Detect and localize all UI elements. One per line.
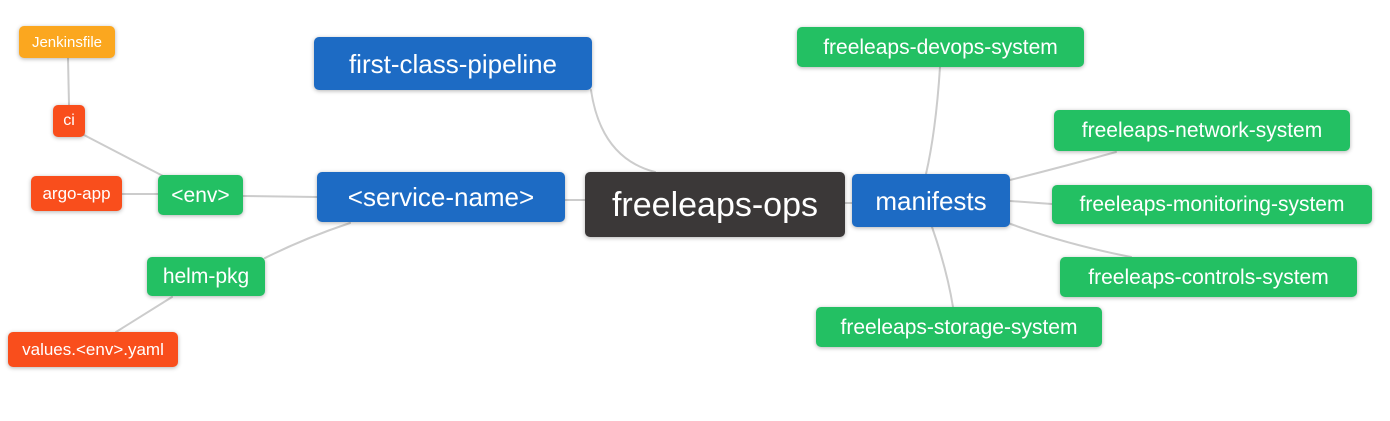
node-argo-app[interactable]: argo-app: [31, 176, 122, 211]
edge-manifests--freeleaps-devops-system: [925, 66, 941, 175]
node-helm-pkg[interactable]: helm-pkg: [147, 257, 265, 296]
edge-first-class-pipeline--freeleaps-ops: [590, 89, 656, 173]
node-freeleaps-controls-system[interactable]: freeleaps-controls-system: [1060, 257, 1357, 297]
node-manifests[interactable]: manifests: [852, 174, 1010, 227]
node-freeleaps-storage-system[interactable]: freeleaps-storage-system: [816, 307, 1102, 347]
edge-jenkinsfile--ci: [67, 57, 70, 106]
node-values-env-yaml[interactable]: values.<env>.yaml: [8, 332, 178, 367]
node-freeleaps-ops[interactable]: freeleaps-ops: [585, 172, 845, 237]
node-freeleaps-devops-system[interactable]: freeleaps-devops-system: [797, 27, 1084, 67]
edge-values-env-yaml--helm-pkg: [115, 296, 173, 333]
edge-env--service-name: [242, 195, 318, 198]
node-jenkinsfile[interactable]: Jenkinsfile: [19, 26, 115, 58]
node-env[interactable]: <env>: [158, 175, 243, 215]
edge-ci--env: [83, 134, 164, 177]
edge-manifests--freeleaps-network-system: [1009, 151, 1117, 181]
node-freeleaps-network-system[interactable]: freeleaps-network-system: [1054, 110, 1350, 151]
edge-manifests--freeleaps-storage-system: [931, 226, 954, 308]
edge-helm-pkg--service-name: [264, 222, 351, 259]
edge-manifests--freeleaps-controls-system: [1007, 222, 1132, 258]
edge-manifests--freeleaps-monitoring-system: [1009, 200, 1053, 205]
node-service-name[interactable]: <service-name>: [317, 172, 565, 222]
node-freeleaps-monitoring-system[interactable]: freeleaps-monitoring-system: [1052, 185, 1372, 224]
node-first-class-pipeline[interactable]: first-class-pipeline: [314, 37, 592, 90]
node-ci[interactable]: ci: [53, 105, 85, 137]
